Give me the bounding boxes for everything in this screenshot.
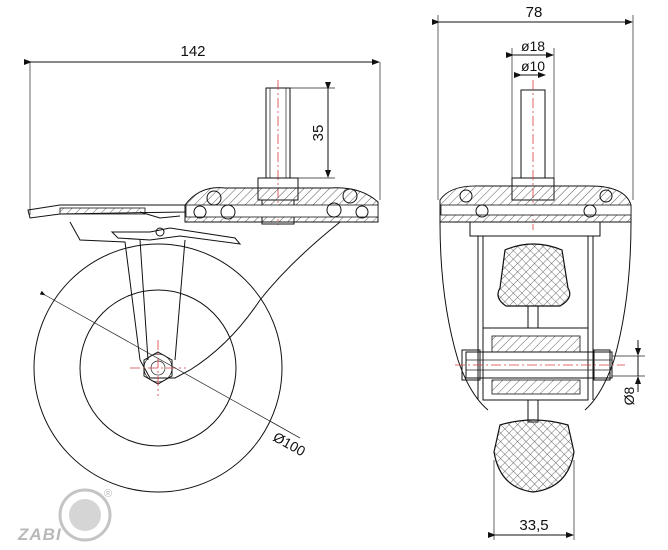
dimension-stem-diameter: ø10 [514, 58, 546, 78]
brake-pedal [27, 204, 242, 245]
dimension-label-stem-diameter: ø10 [521, 58, 545, 74]
front-view: 78 ø18 ø10 [432, 4, 645, 540]
side-wheel [33, 243, 283, 493]
dimension-label-stem-height: 35 [310, 125, 327, 142]
dimension-axle-diameter: Ø8 [612, 340, 645, 405]
dimension-label-front-width: 78 [526, 4, 543, 21]
fork [69, 221, 341, 379]
zabi-logo: ZABI ® [17, 488, 112, 544]
top-plate [184, 187, 379, 223]
dimension-wheel-width: 33,5 [488, 460, 575, 540]
side-view: 142 35 [24, 43, 381, 493]
dimension-label-wheel-diameter: Ø100 [271, 429, 309, 460]
dimension-label-axle-diameter: Ø8 [621, 386, 637, 405]
front-wheel-tyre-top [497, 243, 571, 329]
dimension-front-width: 78 [432, 4, 634, 200]
dimension-label-wheel-width: 33,5 [519, 517, 548, 534]
dimension-plate-bore: ø18 [506, 38, 555, 180]
dimension-label-plate-bore: ø18 [521, 38, 545, 54]
front-wheel-tyre-bottom [493, 399, 575, 493]
logo-registered-mark: ® [104, 488, 112, 500]
axle [455, 349, 625, 381]
dimension-stem-height: 35 [290, 82, 335, 179]
logo-text: ZABI [17, 525, 62, 544]
front-wheel-hub [482, 327, 589, 401]
dimension-side-width: 142 [24, 43, 381, 215]
dimension-label-side-width: 142 [180, 43, 205, 60]
front-top-plate [439, 185, 632, 237]
